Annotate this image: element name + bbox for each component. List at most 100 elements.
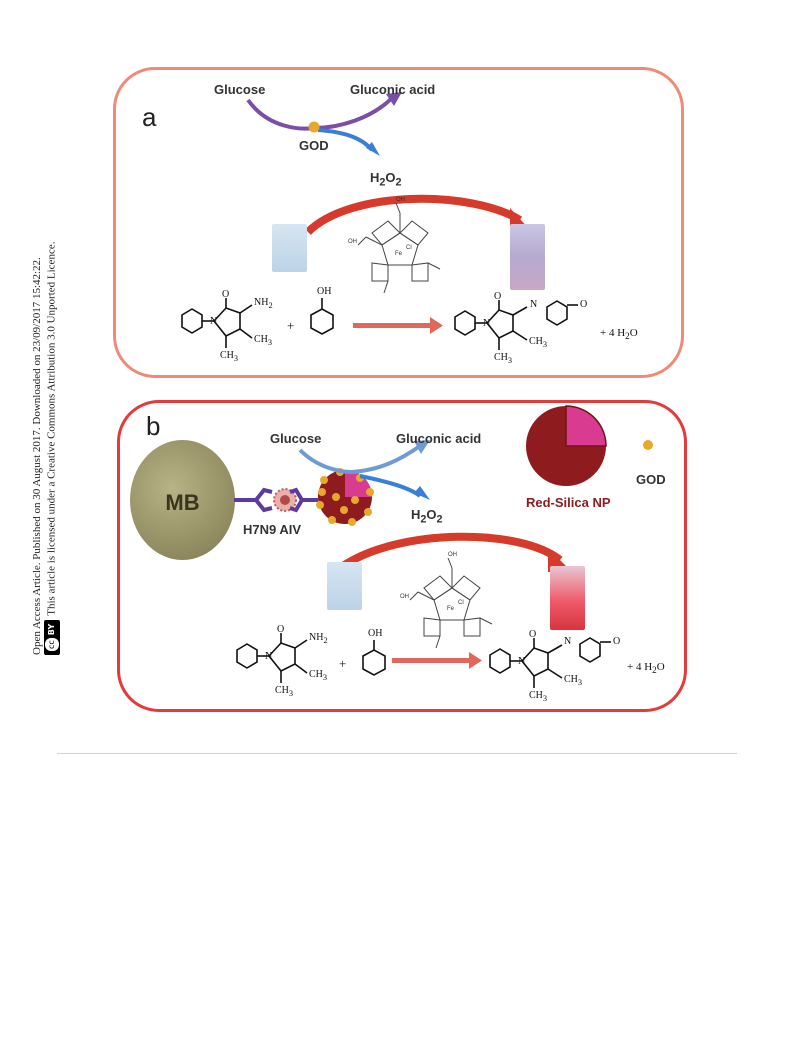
hemin-oh-left-b: OH <box>400 594 409 600</box>
water-sub-b: 2 <box>652 665 657 676</box>
red-silica-np-label: Red-Silica NP <box>526 495 611 510</box>
nh2-text-a: NH <box>254 297 269 308</box>
h2o2-sub2-a: 2 <box>395 176 402 189</box>
hemin-oh-top-b: OH <box>448 552 457 558</box>
o-label-product-a: O <box>494 291 502 302</box>
ch3-3-sub-a: 3 <box>542 340 548 349</box>
god-label-a: GOD <box>299 138 329 153</box>
ch3-1-text-a: CH <box>254 334 268 345</box>
tube-pink-a <box>510 224 545 290</box>
aap-pyrazolone-b <box>267 642 296 673</box>
ch3-4-sub-a: 3 <box>507 356 513 365</box>
nh2-sub-a: 2 <box>268 301 273 310</box>
ch3-2-sub-a: 3 <box>233 354 239 363</box>
water-label-b: + 4 H2O <box>627 661 665 675</box>
ch3-3-text-a: CH <box>529 336 543 347</box>
hemin-structure-a: OH OH Fe Cl <box>348 197 441 294</box>
h2o2-o-a: O <box>385 170 396 185</box>
red-curve-arrow-b <box>340 532 563 570</box>
h2o2-arrowhead-a <box>366 142 380 156</box>
glucose-label-a: Glucose <box>214 82 266 97</box>
water-label-a: + 4 H2O <box>600 327 638 341</box>
god-legend-dot <box>643 440 653 450</box>
ch3-2-sub-b: 3 <box>288 689 294 698</box>
h2o2-h-a: H <box>370 170 380 185</box>
mb-label: MB <box>165 490 200 516</box>
quinone-ring-b <box>579 637 601 663</box>
ch3-1-text-b: CH <box>309 669 323 680</box>
ch3-1-sub-a: 3 <box>267 338 273 347</box>
ch3-2-text-b: CH <box>275 685 289 696</box>
h2o2-label-b: H2O2 <box>411 507 443 526</box>
n-imine-label-b: N <box>564 636 572 647</box>
red-curve-arrow-a <box>305 194 523 235</box>
page-divider <box>57 753 737 754</box>
hemin-cl-a: Cl <box>406 245 412 251</box>
quinone-ring-a <box>546 300 568 326</box>
product-phenyl-b <box>489 648 511 674</box>
n-imine-label-a: N <box>530 299 538 310</box>
reaction-arrowhead-b <box>469 652 482 669</box>
h7n9-label: H7N9 AIV <box>243 522 302 537</box>
hemin-fe-b: Fe <box>447 606 455 612</box>
o-quinone-label-a: O <box>580 299 588 310</box>
o-label-product-b: O <box>529 629 537 640</box>
product-phenyl-a <box>454 310 476 336</box>
water-text-a: + 4 H <box>600 327 626 339</box>
ch3-4-label-b: CH3 <box>529 690 547 703</box>
h2o2-h-b: H <box>411 507 421 522</box>
antibody-right <box>289 487 318 513</box>
gluconic-arc-b <box>351 444 422 474</box>
plus-sign-b: + <box>339 656 347 671</box>
red-silica-particle-wedge-b <box>345 470 372 497</box>
water-o-a: O <box>629 327 638 339</box>
oh-label-a: OH <box>317 286 332 297</box>
reaction-arrow-shaft-a <box>353 323 433 328</box>
hemin-structure-b: OH OH Fe Cl <box>400 552 493 649</box>
glucose-label-b: Glucose <box>270 431 322 446</box>
ch3-3-label-b: CH3 <box>564 674 582 687</box>
tube-colorless-b <box>327 562 362 610</box>
ch3-4-text-b: CH <box>529 690 543 701</box>
glucose-arc-b <box>298 448 353 474</box>
reaction-arrowhead-a <box>430 317 443 334</box>
aap-phenyl-b <box>236 643 258 669</box>
god-dots-on-particle <box>316 468 374 526</box>
nh2-label-a: NH2 <box>254 297 273 310</box>
ch3-3-text-b: CH <box>564 674 578 685</box>
ch3-4-sub-b: 3 <box>542 694 548 703</box>
red-silica-legend-wedge <box>565 405 607 447</box>
reaction-arrow-shaft-b <box>392 658 472 663</box>
hemin-oh-left-a: OH <box>348 239 357 245</box>
gluconic-arc-a <box>313 96 394 130</box>
n-label-product-a: N <box>483 318 491 329</box>
antibody-left <box>234 487 273 513</box>
panel-a-letter: a <box>142 102 157 132</box>
h2o2-o-b: O <box>426 507 437 522</box>
god-label-b: GOD <box>636 472 666 487</box>
gluconic-arrowhead-b <box>414 440 430 454</box>
n-label-aap-a: N <box>210 316 218 327</box>
water-text-b: + 4 H <box>627 661 653 673</box>
water-o-b: O <box>656 661 665 673</box>
gluconic-arrowhead-a <box>386 92 402 106</box>
h2o2-label-a: H2O2 <box>370 170 402 189</box>
ch3-2-label-b: CH3 <box>275 685 293 698</box>
aap-pyrazolone-a <box>212 307 241 338</box>
nh2-label-b: NH2 <box>309 632 328 645</box>
panel-b-letter: b <box>146 411 161 441</box>
n-label-aap-b: N <box>265 651 273 662</box>
h2o2-arrowhead-b <box>414 486 430 500</box>
phenol-ring-b <box>362 649 386 676</box>
o-label-aap-b: O <box>277 624 285 635</box>
ch3-1-label-a: CH3 <box>254 334 272 347</box>
nh2-sub-b: 2 <box>323 636 328 645</box>
ch3-1-sub-b: 3 <box>322 673 328 682</box>
nh2-text-b: NH <box>309 632 324 643</box>
h2o2-sub2-b: 2 <box>436 513 443 526</box>
n-label-product-b: N <box>518 656 526 667</box>
product-pyrazolone-b <box>520 647 549 678</box>
